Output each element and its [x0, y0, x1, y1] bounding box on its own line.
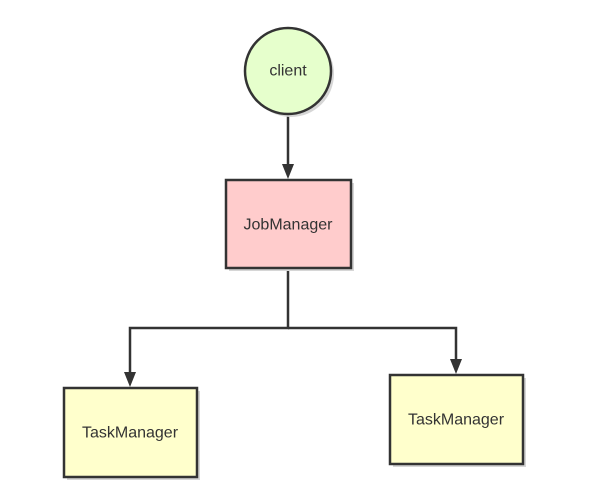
- node-taskmanager-right-label: TaskManager: [408, 412, 505, 429]
- node-client-label: client: [269, 63, 307, 80]
- edge-jobmanager-to-taskmanager-left: [124, 269, 290, 387]
- edge-client-to-jobmanager: [282, 114, 294, 179]
- node-jobmanager[interactable]: JobManager: [224, 178, 354, 271]
- node-taskmanager-right-box: [388, 373, 525, 466]
- node-taskmanager-left-label: TaskManager: [82, 425, 179, 442]
- node-jobmanager-label: JobManager: [244, 217, 334, 234]
- node-taskmanager-right[interactable]: TaskManager: [388, 373, 526, 467]
- node-client-circle: [243, 26, 333, 116]
- node-taskmanager-left[interactable]: TaskManager: [62, 386, 200, 480]
- node-jobmanager-box: [224, 178, 353, 270]
- node-client[interactable]: client: [243, 26, 334, 117]
- node-taskmanager-left-box: [62, 386, 199, 479]
- edge-jobmanager-to-taskmanager-right: [288, 326, 462, 374]
